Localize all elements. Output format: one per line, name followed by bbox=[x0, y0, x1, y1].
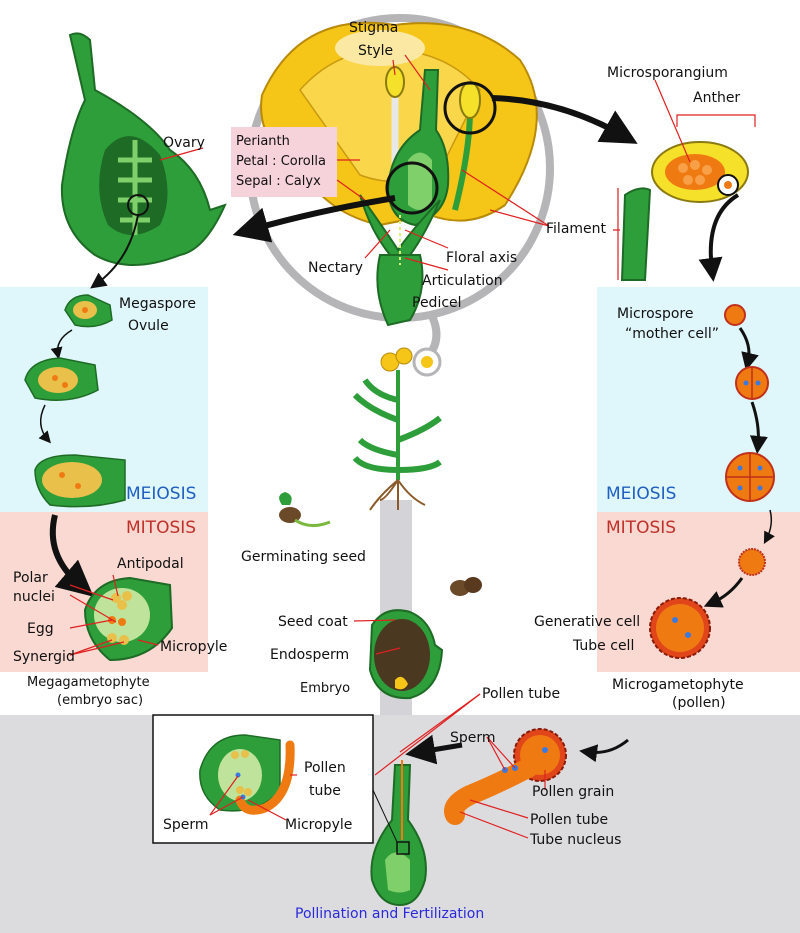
fertilization-pistil bbox=[370, 760, 427, 907]
label-ovule: Ovule bbox=[128, 318, 169, 334]
label-megagametophyte: Megagametophyte bbox=[27, 675, 150, 690]
germinating-seed-drawing bbox=[279, 492, 331, 527]
zoom-circle-ovary bbox=[385, 161, 439, 215]
label-mother-cell: “mother cell” bbox=[625, 326, 719, 342]
pollen-grain-mature bbox=[649, 597, 711, 659]
label-microsporangium: Microsporangium bbox=[607, 65, 728, 81]
label-pollination-fertilization: Pollination and Fertilization bbox=[295, 906, 484, 922]
flower-stigma-head bbox=[385, 66, 405, 98]
label-inset-tube: tube bbox=[309, 783, 341, 799]
label-microgametophyte: Microgametophyte bbox=[612, 677, 744, 693]
label-pollen-tube-top: Pollen tube bbox=[482, 686, 560, 702]
label-microspore: Microspore bbox=[617, 306, 694, 322]
arrow-ovule-2 bbox=[38, 404, 51, 444]
inset-ovule bbox=[199, 734, 295, 815]
arrow-to-anther bbox=[491, 95, 638, 144]
label-style: Style bbox=[358, 43, 393, 59]
label-nectary: Nectary bbox=[308, 260, 363, 276]
label-pedicel: Pedicel bbox=[412, 295, 462, 311]
label-sepal-calyx: Sepal : Calyx bbox=[236, 174, 321, 189]
microspore-tetrad bbox=[725, 452, 775, 502]
label-mitosis-right: MITOSIS bbox=[606, 518, 676, 538]
label-embryo: Embryo bbox=[300, 681, 350, 696]
label-generative-cell: Generative cell bbox=[534, 614, 640, 630]
ovary-chamber bbox=[408, 152, 432, 210]
label-meiosis-right: MEIOSIS bbox=[606, 484, 676, 504]
ovary-ovules bbox=[118, 140, 152, 235]
anther-drawing bbox=[620, 141, 749, 281]
label-nuclei: nuclei bbox=[13, 589, 55, 605]
seed-cross-section bbox=[368, 609, 444, 700]
arrow-to-embryo-sac bbox=[49, 514, 94, 597]
arrow-to-ovary bbox=[232, 195, 396, 243]
label-floral-axis: Floral axis bbox=[446, 250, 517, 266]
label-endosperm: Endosperm bbox=[270, 647, 349, 663]
seed-pair bbox=[450, 577, 482, 596]
flower-pistil bbox=[386, 69, 450, 227]
label-pollen-tube: Pollen tube bbox=[530, 812, 608, 828]
label-germinating-seed: Germinating seed bbox=[241, 549, 366, 565]
microspore-mother-cell bbox=[724, 304, 746, 326]
label-pollen-grain: Pollen grain bbox=[532, 784, 614, 800]
leader-lines bbox=[69, 54, 756, 839]
label-inset-micropyle: Micropyle bbox=[285, 817, 352, 833]
label-petal-corolla: Petal : Corolla bbox=[236, 154, 326, 169]
arrow-anther-to-microspore bbox=[698, 193, 740, 282]
inset-leader-line bbox=[372, 789, 398, 843]
label-micropyle-left: Micropyle bbox=[160, 639, 227, 655]
arrow-pollen-in bbox=[579, 738, 629, 763]
ovary-to-ovule-arrow bbox=[90, 214, 139, 289]
arrow-micro-3 bbox=[763, 509, 775, 544]
ovule-stage-1 bbox=[64, 294, 113, 328]
label-articulation: Articulation bbox=[422, 273, 503, 289]
flower-anther bbox=[459, 81, 481, 119]
arrow-ovule-1 bbox=[50, 329, 73, 360]
microspore-dyad bbox=[735, 366, 769, 400]
label-seed-coat: Seed coat bbox=[278, 614, 348, 630]
label-mitosis-left: MITOSIS bbox=[126, 518, 196, 538]
label-inset-sperm: Sperm bbox=[163, 817, 209, 833]
zoom-circle-anther bbox=[443, 81, 497, 135]
flower-pedicel bbox=[376, 254, 424, 327]
label-embryo-sac: (embryo sac) bbox=[57, 693, 143, 708]
label-ovary: Ovary bbox=[163, 135, 205, 151]
flower-sepals bbox=[359, 194, 441, 256]
label-megaspore: Megaspore bbox=[119, 296, 196, 312]
label-perianth: Perianth bbox=[236, 134, 290, 149]
label-polar: Polar bbox=[13, 570, 48, 586]
embryo-sac-drawing bbox=[83, 576, 174, 662]
plant-drawing bbox=[352, 347, 442, 511]
label-tube-cell: Tube cell bbox=[572, 638, 634, 654]
ovule-stage-2 bbox=[24, 357, 99, 401]
single-microspore bbox=[738, 548, 766, 576]
label-meiosis-left: MEIOSIS bbox=[126, 484, 196, 504]
arrow-pollen-to-pistil bbox=[405, 734, 463, 765]
label-filament: Filament bbox=[546, 221, 607, 237]
label-tube-nucleus: Tube nucleus bbox=[529, 832, 621, 848]
arrow-micro-1 bbox=[738, 327, 759, 371]
label-sperm-right: Sperm bbox=[450, 730, 496, 746]
petal-highlight bbox=[335, 30, 425, 66]
label-stigma: Stigma bbox=[349, 20, 398, 36]
label-anther: Anther bbox=[693, 90, 740, 106]
label-synergid: Synergid bbox=[13, 649, 75, 665]
ovule-stage-3 bbox=[34, 454, 126, 508]
perianth-box bbox=[231, 127, 337, 197]
label-egg: Egg bbox=[27, 621, 54, 637]
label-pollen: (pollen) bbox=[672, 695, 726, 711]
arrow-micro-4 bbox=[703, 577, 744, 608]
label-antipodal: Antipodal bbox=[117, 556, 184, 572]
arrow-micro-2 bbox=[749, 401, 768, 454]
label-inset-pollen: Pollen bbox=[304, 760, 346, 776]
